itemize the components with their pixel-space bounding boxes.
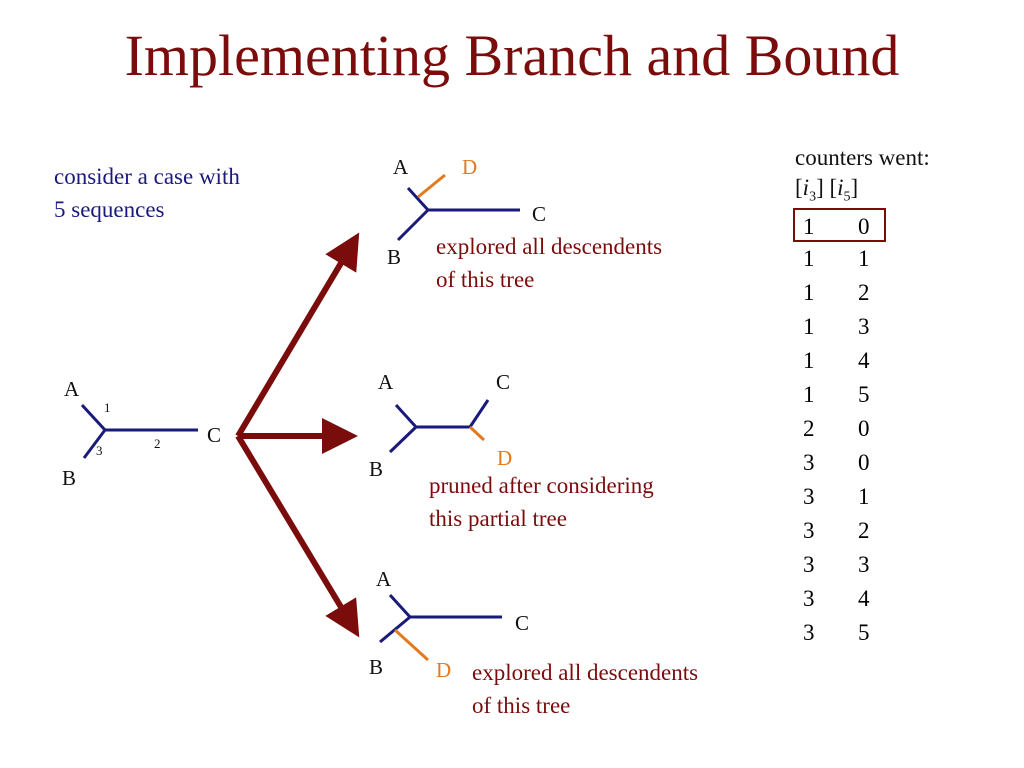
top-label-a: A [393,155,409,179]
base-label-c: C [207,423,222,447]
bottom-edge-d [393,628,430,662]
top-edge-d [417,173,446,199]
intro-line-2: 5 sequences [54,197,165,222]
top-note-line-2: of this tree [436,267,535,292]
counter-i3-value: 3 [803,518,815,543]
counter-i3-value: 1 [803,280,815,305]
bottom-edge-b [379,615,411,644]
bottom-note-line-2: of this tree [472,693,571,718]
bottom-label-a: A [376,567,392,591]
arrow-down [235,434,360,638]
top-note-line-1: explored all descendents [436,234,663,259]
intro-note: consider a case with 5 sequences [54,160,314,226]
middle-note: pruned after considering this partial tr… [429,469,729,535]
counter-i5-value: 3 [858,552,870,577]
base-edge-b [82,429,107,459]
slide-title: Implementing Branch and Bound [124,23,900,88]
counters-heading: counters went: [795,145,930,170]
counter-i5-value: 5 [858,620,870,645]
top-note: explored all descendents of this tree [436,230,736,296]
bottom-label-b: B [369,655,384,679]
bottom-label-d: D [436,658,452,682]
arrow-up [235,232,360,438]
top-label-c: C [532,202,547,226]
col2-label: i [837,175,844,200]
counter-i5-value: 1 [858,484,870,509]
base-edge-label-1: 1 [104,400,111,415]
base-edge-a [80,403,107,432]
counter-i5-value: 1 [858,246,870,271]
middle-note-line-1: pruned after considering [429,473,654,498]
counter-i3-value: 1 [803,382,815,407]
counters-panel: counters went: [i3] [i5] [795,143,930,213]
middle-edge-b [388,425,418,454]
counter-i5-value: 4 [858,348,870,373]
counter-i3-value: 1 [803,314,815,339]
top-edge-b [396,208,430,242]
counter-i5-value: 5 [858,382,870,407]
counter-i3-value: 3 [803,586,815,611]
counter-i3-value: 3 [803,620,815,645]
intro-line-1: consider a case with [54,164,240,189]
counter-i5-value: 2 [858,280,870,305]
middle-label-d: D [497,446,513,470]
bottom-edge-a [388,593,412,619]
counter-i5-value: 2 [858,518,870,543]
base-edge-label-2: 2 [154,436,161,451]
counter-i3-value: 3 [803,450,815,475]
base-label-b: B [62,466,77,490]
bottom-note-line-1: explored all descendents [472,660,699,685]
middle-label-a: A [378,370,394,394]
counter-i5-value: 0 [858,416,870,441]
counters-column-headers: [i3] [i5] [795,175,859,205]
counter-i3-value: 3 [803,484,815,509]
counter-i5-value: 4 [858,586,870,611]
counter-i3-value: 1 [803,246,815,271]
middle-note-line-2: this partial tree [429,506,567,531]
counter-i5-value: 0 [858,450,870,475]
middle-label-c: C [496,370,511,394]
col1-sub: 3 [809,189,817,205]
counter-i5-value: 3 [858,314,870,339]
top-label-b: B [387,245,402,269]
base-label-a: A [64,377,80,401]
middle-edge-a [394,403,418,429]
counter-i5-value: 0 [858,214,870,239]
middle-label-b: B [369,457,384,481]
col1-label: i [802,175,810,200]
top-label-d: D [462,155,478,179]
middle-edge-d [468,425,486,442]
bottom-note: explored all descendents of this tree [472,656,772,722]
counter-i3-value: 3 [803,552,815,577]
base-edge-label-3: 3 [96,443,103,458]
counter-i3-value: 1 [803,214,815,239]
middle-edge-c2 [468,399,490,428]
counter-i3-value: 2 [803,416,815,441]
top-edge-a [406,186,430,212]
counter-i3-value: 1 [803,348,815,373]
bottom-label-c: C [515,611,530,635]
col2-sub: 5 [843,189,851,205]
